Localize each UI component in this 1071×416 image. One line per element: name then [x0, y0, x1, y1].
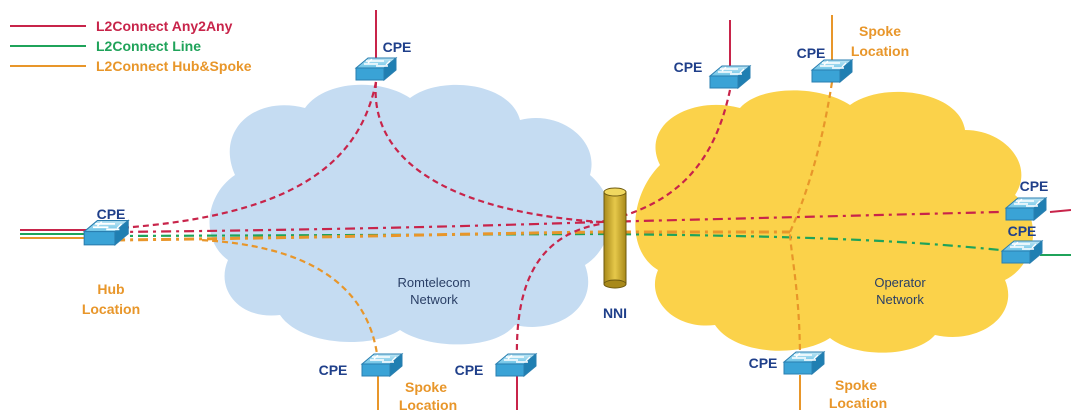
- spoke-bottom-left-label-1: Spoke: [405, 379, 447, 395]
- hub-label-1: Hub: [97, 281, 124, 297]
- romtelecom-cloud: [209, 84, 611, 345]
- location-labels: Hub Location Spoke Location Spoke Locati…: [82, 23, 909, 413]
- spoke-top-label-2: Location: [851, 43, 909, 59]
- spoke-bottom-right-label-1: Spoke: [835, 377, 877, 393]
- cpe-label-right-1: CPE: [1020, 178, 1049, 194]
- cpe-label-top-left: CPE: [383, 39, 412, 55]
- service-paths: [114, 81, 1001, 363]
- cpe-label-bottom-mid: CPE: [455, 362, 484, 378]
- cpe-label-bottom-left: CPE: [319, 362, 348, 378]
- cpe-label-top-right: CPE: [797, 45, 826, 61]
- spoke-top-label-1: Spoke: [859, 23, 901, 39]
- operator-label-1: Operator: [874, 275, 926, 290]
- romtelecom-label-1: Romtelecom: [398, 275, 471, 290]
- cpe-switch-bottom-mid: [495, 353, 537, 377]
- legend-label-any2any: L2Connect Any2Any: [96, 18, 233, 34]
- romtelecom-label-2: Network: [410, 292, 458, 307]
- cpe-switch-bottom-left: [361, 353, 403, 377]
- operator-cloud: [635, 90, 1034, 353]
- nni-cylinder-icon: [603, 187, 627, 289]
- cpe-switch-top-mid: [709, 65, 751, 89]
- cpe-switch-bottom-right: [783, 351, 825, 375]
- cpe-label-top-mid: CPE: [674, 59, 703, 75]
- cpe-label-hub: CPE: [97, 206, 126, 222]
- cpe-switch-top-right: [811, 59, 853, 83]
- cpe-labels: CPE CPE CPE CPE CPE CPE CPE CPE CPE: [97, 39, 1049, 378]
- cpe-label-right-2: CPE: [1008, 223, 1037, 239]
- cpe-label-bottom-right: CPE: [749, 355, 778, 371]
- cpe-switch-top-left: [355, 57, 397, 81]
- legend-label-line: L2Connect Line: [96, 38, 201, 54]
- legend: L2Connect Any2Any L2Connect Line L2Conne…: [10, 18, 252, 74]
- operator-label-2: Network: [876, 292, 924, 307]
- legend-label-hubspoke: L2Connect Hub&Spoke: [96, 58, 252, 74]
- spoke-bottom-left-label-2: Location: [399, 397, 457, 413]
- hub-label-2: Location: [82, 301, 140, 317]
- spoke-bottom-right-label-2: Location: [829, 395, 887, 411]
- nni-label: NNI: [603, 305, 627, 321]
